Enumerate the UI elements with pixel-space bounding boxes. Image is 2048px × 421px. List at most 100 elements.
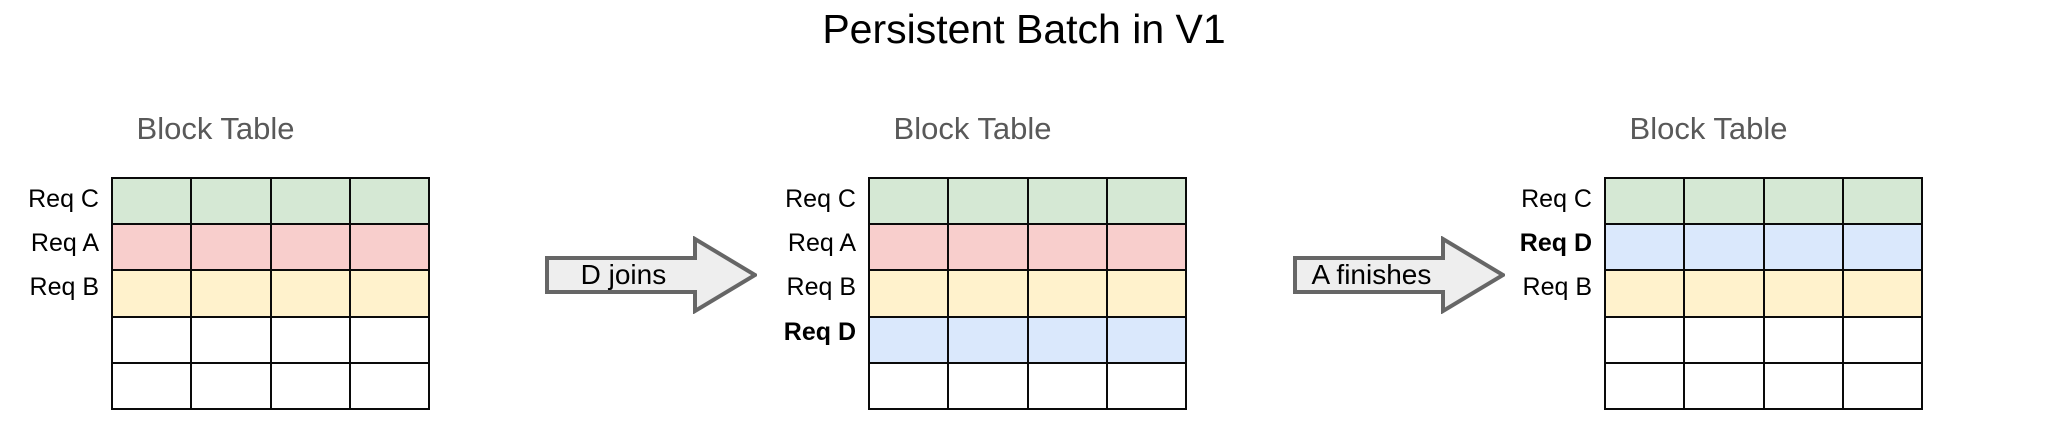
block-cell bbox=[269, 315, 351, 364]
block-cell bbox=[867, 223, 950, 272]
table-row bbox=[110, 223, 431, 272]
arrow-shape-icon bbox=[1293, 236, 1505, 314]
block-cell bbox=[1026, 361, 1108, 410]
block-cell bbox=[1841, 223, 1924, 272]
table-row bbox=[110, 361, 431, 410]
block-cell bbox=[1105, 269, 1188, 318]
row-label-req-c: Req C bbox=[28, 185, 99, 213]
block-cell bbox=[348, 315, 431, 364]
block-cell bbox=[867, 315, 950, 364]
stage-after-join: Block Table Req C Req A Req B Req D bbox=[757, 0, 1188, 421]
table-row bbox=[867, 361, 1188, 410]
block-cell bbox=[1105, 223, 1188, 272]
block-cell bbox=[947, 361, 1029, 410]
block-cell bbox=[1105, 315, 1188, 364]
block-cell bbox=[1603, 315, 1686, 364]
block-cell bbox=[1026, 315, 1108, 364]
table-row bbox=[1603, 361, 1924, 410]
block-cell bbox=[190, 176, 272, 226]
row-label-req-a: Req A bbox=[787, 229, 856, 258]
row-label-req-c: Req C bbox=[785, 185, 856, 213]
stage-after-finish: Block Table Req C Req D Req B bbox=[1493, 0, 1924, 421]
block-cell bbox=[348, 176, 431, 226]
row-label-req-b: Req B bbox=[29, 273, 99, 302]
block-cell bbox=[269, 361, 351, 410]
table-row bbox=[867, 176, 1188, 226]
block-cell bbox=[1841, 361, 1924, 410]
row-label-req-d: Req D bbox=[783, 317, 856, 346]
block-cell bbox=[1683, 223, 1765, 272]
block-cell bbox=[110, 361, 193, 410]
row-label-req-b: Req B bbox=[786, 273, 856, 302]
table-row bbox=[1603, 315, 1924, 364]
block-cell bbox=[190, 223, 272, 272]
block-cell bbox=[110, 269, 193, 318]
block-cell bbox=[348, 361, 431, 410]
block-cell bbox=[348, 269, 431, 318]
row-label-column: Req C Req D Req B bbox=[1454, 177, 1604, 398]
block-cell bbox=[1105, 361, 1188, 410]
block-cell bbox=[110, 176, 193, 226]
block-cell bbox=[947, 176, 1029, 226]
table-row bbox=[1603, 269, 1924, 318]
row-label-req-d: Req D bbox=[1519, 229, 1592, 258]
block-cell bbox=[1762, 223, 1844, 272]
block-table-heading: Block Table bbox=[136, 111, 295, 146]
block-cell bbox=[269, 223, 351, 272]
block-table-heading: Block Table bbox=[893, 111, 1052, 146]
block-cell bbox=[1026, 223, 1108, 272]
block-cell bbox=[1026, 176, 1108, 226]
table-row bbox=[1603, 223, 1924, 272]
row-label-column: Req C Req A Req B Req D bbox=[718, 177, 868, 398]
block-table-grid bbox=[1603, 176, 1924, 410]
table-row bbox=[110, 176, 431, 226]
table-row bbox=[867, 269, 1188, 318]
block-cell bbox=[1683, 315, 1765, 364]
block-cell bbox=[1683, 361, 1765, 410]
table-row bbox=[110, 315, 431, 364]
block-cell bbox=[1762, 315, 1844, 364]
block-cell bbox=[1683, 176, 1765, 226]
row-label-column: Req C Req A Req B bbox=[0, 177, 111, 398]
block-cell bbox=[947, 223, 1029, 272]
block-cell bbox=[1603, 269, 1686, 318]
stage-before-join: Block Table Req C Req A Req B bbox=[0, 0, 431, 421]
block-table-grid bbox=[867, 176, 1188, 410]
block-cell bbox=[1841, 269, 1924, 318]
block-cell bbox=[190, 315, 272, 364]
block-cell bbox=[1105, 176, 1188, 226]
block-cell bbox=[947, 269, 1029, 318]
block-cell bbox=[1841, 176, 1924, 226]
block-cell bbox=[1762, 361, 1844, 410]
table-row bbox=[1603, 176, 1924, 226]
block-cell bbox=[110, 223, 193, 272]
block-cell bbox=[867, 361, 950, 410]
block-cell bbox=[1603, 176, 1686, 226]
block-cell bbox=[348, 223, 431, 272]
block-table-grid bbox=[110, 176, 431, 410]
block-cell bbox=[269, 176, 351, 226]
table-row bbox=[867, 223, 1188, 272]
row-label-req-b: Req B bbox=[1522, 273, 1592, 302]
block-cell bbox=[1026, 269, 1108, 318]
row-label-req-a: Req A bbox=[30, 229, 99, 258]
block-cell bbox=[1603, 223, 1686, 272]
block-cell bbox=[1762, 269, 1844, 318]
block-cell bbox=[1603, 361, 1686, 410]
block-table-heading: Block Table bbox=[1629, 111, 1788, 146]
block-cell bbox=[110, 315, 193, 364]
row-label-req-c: Req C bbox=[1521, 185, 1592, 213]
page-title: Persistent Batch in V1 bbox=[822, 6, 1226, 52]
table-row bbox=[110, 269, 431, 318]
block-cell bbox=[947, 315, 1029, 364]
block-cell bbox=[1683, 269, 1765, 318]
block-cell bbox=[1762, 176, 1844, 226]
block-cell bbox=[190, 361, 272, 410]
block-cell bbox=[867, 176, 950, 226]
block-cell bbox=[1841, 315, 1924, 364]
block-cell bbox=[190, 269, 272, 318]
arrow-shape-icon bbox=[545, 236, 757, 314]
block-cell bbox=[269, 269, 351, 318]
table-row bbox=[867, 315, 1188, 364]
block-cell bbox=[867, 269, 950, 318]
